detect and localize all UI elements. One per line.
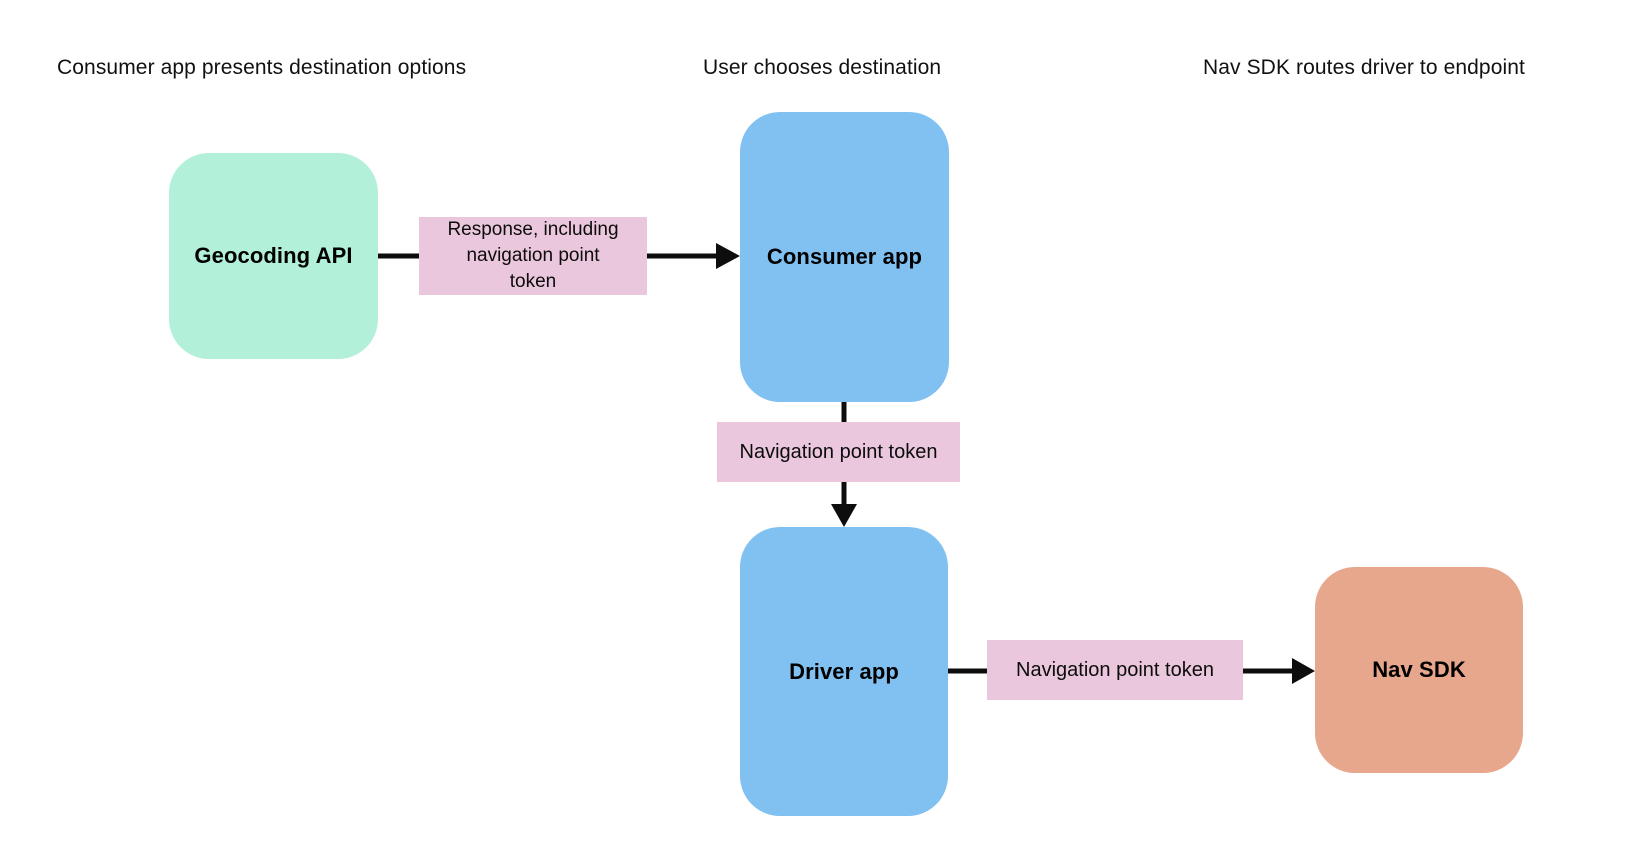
edge-label-line: Response, including	[447, 219, 619, 240]
node-driver-app-label: Driver app	[789, 658, 899, 684]
stage-header-nav-sdk-routes: Nav SDK routes driver to endpoint	[1203, 56, 1525, 79]
edge-label-response-including-token: Response, including navigation point tok…	[419, 217, 647, 295]
stage-header-user-chooses: User chooses destination	[703, 56, 942, 79]
edge-label-navigation-point-token-2: Navigation point token	[987, 640, 1243, 700]
node-consumer-app-label: Consumer app	[766, 244, 923, 269]
node-nav-sdk-label: Nav SDK	[1372, 657, 1466, 682]
node-nav-sdk: Nav SDK	[1315, 567, 1523, 773]
node-driver-app: Driver app	[740, 527, 948, 816]
node-consumer-app: Consumer app	[740, 112, 949, 402]
node-geocoding-api: Geocoding API	[169, 153, 378, 359]
edge-label-line: navigation point	[466, 245, 600, 266]
stage-header-consumer-presents: Consumer app presents destination option…	[57, 56, 467, 79]
edge-label-navigation-point-token-1: Navigation point token	[717, 422, 960, 482]
node-geocoding-api-label: Geocoding API	[194, 243, 353, 268]
edge-label-line: token	[509, 271, 557, 292]
